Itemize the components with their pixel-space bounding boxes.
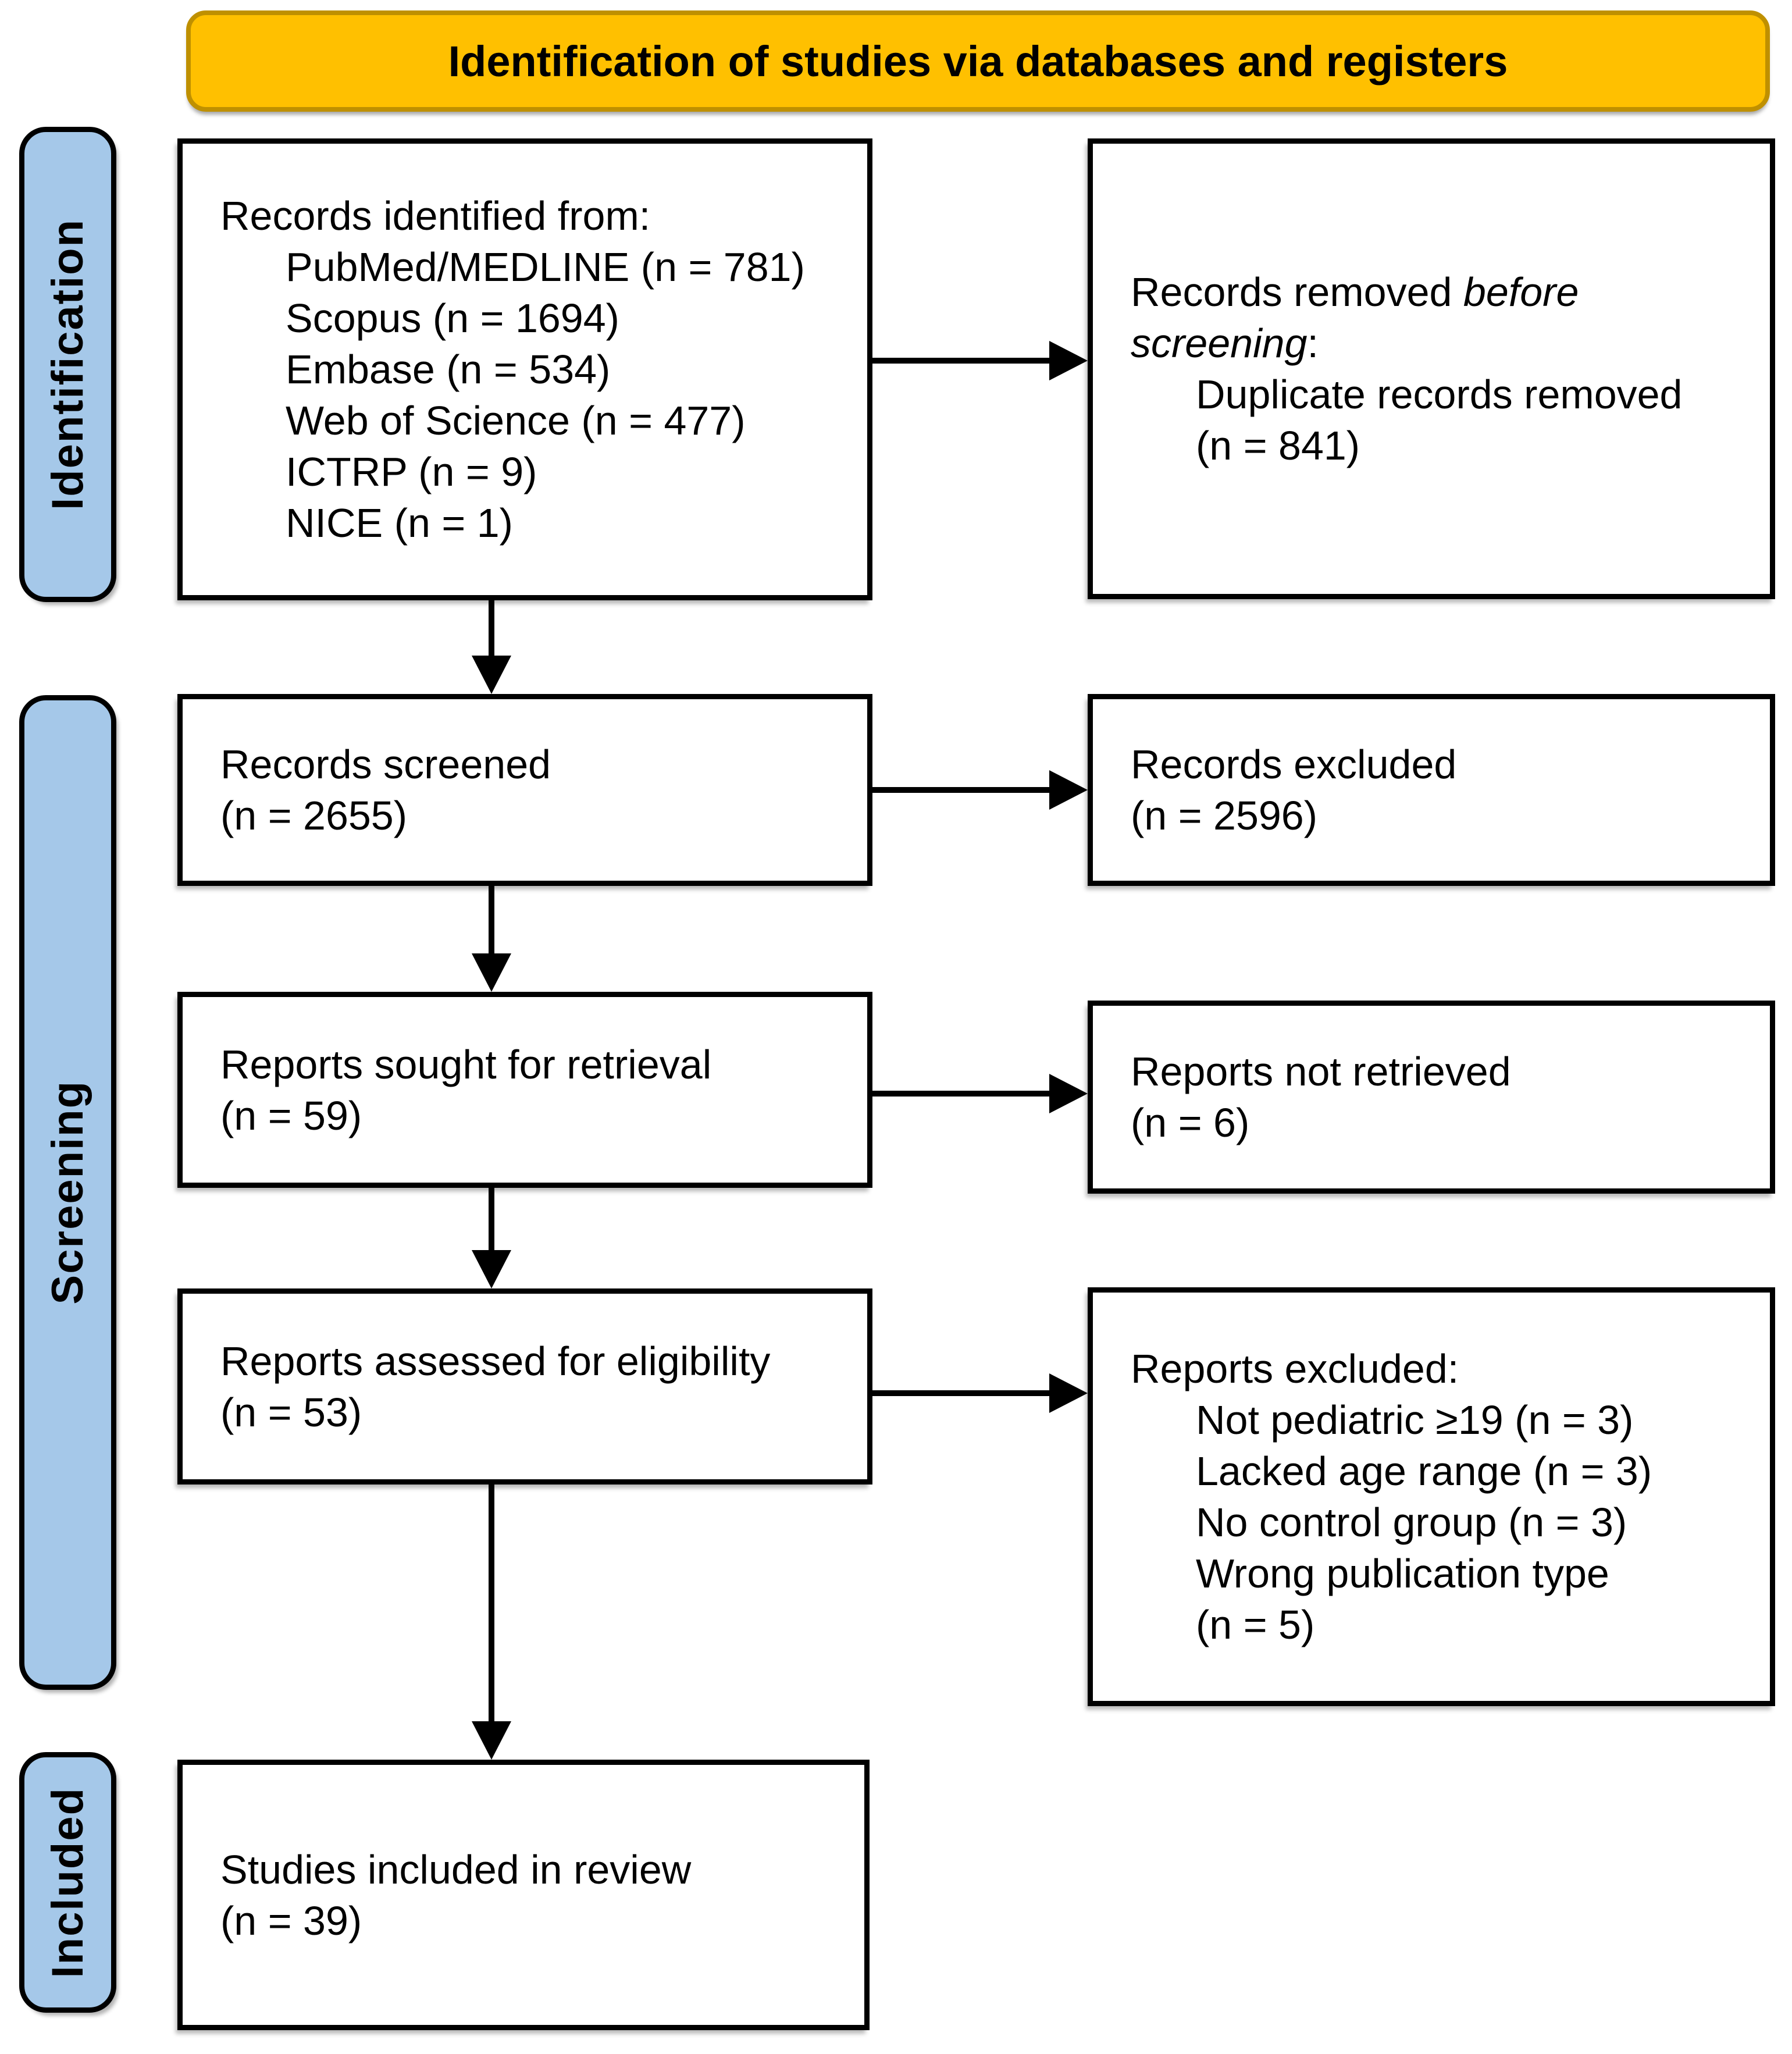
excluded-no-control-group: No control group (n = 3) <box>1196 1500 1627 1545</box>
records-removed-heading-italic: before screening <box>1131 269 1579 366</box>
diagram-title-banner: Identification of studies via databases … <box>186 10 1770 112</box>
stage-label-included: Included <box>19 1752 116 2013</box>
excluded-lacked-age-range: Lacked age range (n = 3) <box>1196 1448 1652 1494</box>
arrow-right-identified-to-removed-shaft <box>872 358 1053 364</box>
source-scopus: Scopus (n = 1694) <box>286 296 619 341</box>
arrow-down-assessed-to-included-head-icon <box>472 1721 511 1760</box>
arrow-right-screened-to-excluded-shaft <box>872 787 1053 793</box>
arrow-down-screened-to-sought-shaft <box>489 886 494 956</box>
diagram-title: Identification of studies via databases … <box>448 37 1508 86</box>
box-reports-excluded: Reports excluded: Not pediatric ≥19 (n =… <box>1088 1287 1775 1706</box>
source-web-of-science: Web of Science (n = 477) <box>286 398 746 443</box>
records-removed-heading-pre: Records removed <box>1131 269 1463 315</box>
arrow-down-sought-to-assessed-shaft <box>489 1188 494 1253</box>
box-records-removed-before-screening: Records removed before screening: Duplic… <box>1088 138 1775 599</box>
excluded-wrong-publication-type-count: (n = 5) <box>1196 1602 1315 1647</box>
records-excluded-count: (n = 2596) <box>1131 793 1318 838</box>
studies-included-label: Studies included in review <box>220 1846 692 1892</box>
studies-included-count: (n = 39) <box>220 1898 362 1943</box>
stage-label-identification-text: Identification <box>43 219 92 510</box>
box-records-excluded: Records excluded (n = 2596) <box>1088 694 1775 886</box>
duplicates-removed: Duplicate records removed <box>1196 372 1683 417</box>
box-reports-assessed: Reports assessed for eligibility (n = 53… <box>177 1288 872 1485</box>
arrow-right-assessed-to-reportsexcluded-head-icon <box>1049 1373 1088 1413</box>
arrow-down-assessed-to-included-shaft <box>489 1485 494 1724</box>
excluded-wrong-publication-type: Wrong publication type <box>1196 1551 1609 1596</box>
box-studies-included: Studies included in review (n = 39) <box>177 1760 870 2030</box>
records-excluded-label: Records excluded <box>1131 742 1457 787</box>
excluded-not-pediatric: Not pediatric ≥19 (n = 3) <box>1196 1397 1634 1443</box>
reports-sought-label: Reports sought for retrieval <box>220 1041 712 1087</box>
box-reports-sought: Reports sought for retrieval (n = 59) <box>177 992 872 1188</box>
reports-excluded-heading: Reports excluded: <box>1131 1346 1459 1391</box>
stage-label-screening: Screening <box>19 695 116 1690</box>
records-removed-heading-post: : <box>1307 321 1319 366</box>
records-screened-count: (n = 2655) <box>220 793 408 838</box>
arrow-down-sought-to-assessed-head-icon <box>472 1250 511 1288</box>
records-screened-label: Records screened <box>220 742 551 787</box>
box-records-identified: Records identified from: PubMed/MEDLINE … <box>177 138 872 600</box>
duplicates-removed-count: (n = 841) <box>1196 423 1360 468</box>
reports-not-retrieved-count: (n = 6) <box>1131 1100 1250 1145</box>
arrow-right-assessed-to-reportsexcluded-shaft <box>872 1390 1053 1396</box>
arrow-down-identified-to-screened-head-icon <box>472 656 511 694</box>
source-pubmed: PubMed/MEDLINE (n = 781) <box>286 244 805 290</box>
reports-assessed-count: (n = 53) <box>220 1389 362 1435</box>
reports-not-retrieved-label: Reports not retrieved <box>1131 1049 1511 1094</box>
reports-assessed-label: Reports assessed for eligibility <box>220 1338 771 1384</box>
records-identified-heading: Records identified from: <box>220 193 651 238</box>
box-reports-not-retrieved: Reports not retrieved (n = 6) <box>1088 1001 1775 1194</box>
records-removed-heading: Records removed before screening: <box>1131 266 1754 369</box>
arrow-right-sought-to-notretrieved-head-icon <box>1049 1074 1088 1113</box>
reports-sought-count: (n = 59) <box>220 1092 362 1138</box>
stage-label-included-text: Included <box>43 1786 92 1978</box>
arrow-down-screened-to-sought-head-icon <box>472 953 511 992</box>
stage-label-screening-text: Screening <box>43 1080 92 1305</box>
source-ictrp: ICTRP (n = 9) <box>286 449 537 494</box>
source-nice: NICE (n = 1) <box>286 500 513 546</box>
box-records-screened: Records screened (n = 2655) <box>177 694 872 886</box>
arrow-right-sought-to-notretrieved-shaft <box>872 1091 1053 1097</box>
source-embase: Embase (n = 534) <box>286 347 611 392</box>
stage-label-identification: Identification <box>19 127 116 602</box>
arrow-right-screened-to-excluded-head-icon <box>1049 770 1088 810</box>
arrow-down-identified-to-screened-shaft <box>489 600 494 658</box>
arrow-right-identified-to-removed-head-icon <box>1049 341 1088 380</box>
